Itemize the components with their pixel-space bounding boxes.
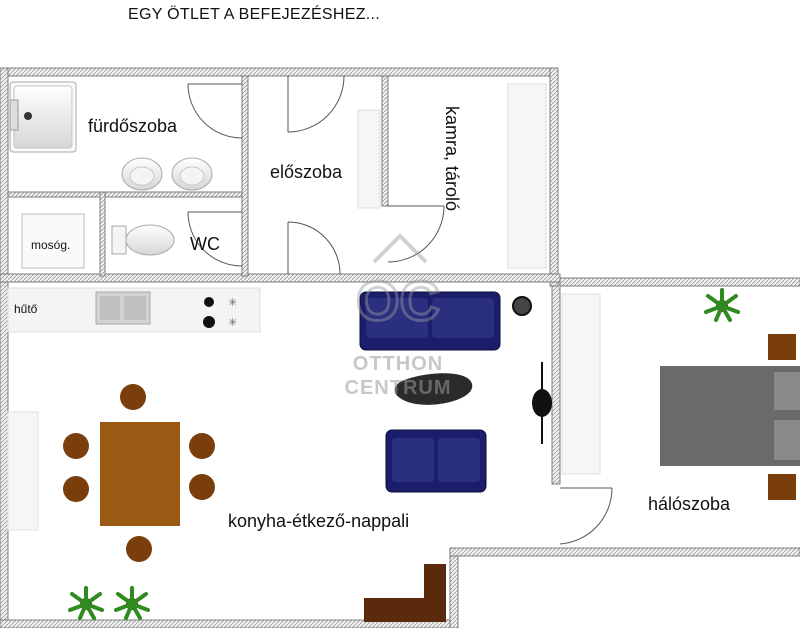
label-fridge: hűtő (14, 302, 38, 316)
sink-right (171, 157, 213, 191)
coffee-table (394, 373, 473, 405)
watermark-line1: OTTHON (353, 353, 443, 375)
watermark-logo: OC (355, 233, 442, 334)
washing-machine (21, 213, 85, 269)
tv (532, 362, 552, 444)
plant-left (68, 586, 104, 620)
svg-text:OC: OC (356, 269, 440, 332)
watermark-line2: CENTRUM (345, 377, 452, 399)
stairs (364, 564, 446, 622)
label-washer: mosóg. (31, 238, 71, 252)
label-bathroom: fürdőszoba (88, 116, 178, 136)
chairs (63, 384, 215, 562)
bed (660, 366, 800, 466)
stove: ✳ ✳ (203, 297, 237, 329)
label-living: konyha-étkező-nappali (228, 511, 410, 531)
bathtub (9, 81, 77, 153)
living-shelf (7, 411, 39, 531)
nightstand-top (768, 334, 796, 360)
sofa-top (359, 291, 501, 351)
pantry-shelf (507, 83, 547, 269)
label-bedroom: hálószoba (648, 494, 731, 514)
svg-text:✳: ✳ (228, 317, 237, 329)
hall-cabinet (357, 109, 381, 209)
page-title: EGY ÖTLET A BEFEJEZÉSHEZ... (128, 6, 381, 23)
sofa-bottom (385, 429, 487, 493)
label-wc: WC (190, 234, 220, 254)
plant-right (114, 586, 150, 620)
walls (0, 67, 800, 628)
nightstand-bottom (768, 474, 796, 500)
doors (187, 75, 613, 545)
label-pantry: kamra, tároló (442, 106, 462, 212)
toilet (111, 224, 175, 256)
kitchen-counter (7, 287, 261, 333)
dining-table (100, 422, 180, 526)
wardrobe (561, 293, 601, 475)
label-hall: előszoba (270, 162, 343, 182)
sink-left (121, 157, 163, 191)
svg-text:✳: ✳ (228, 297, 237, 309)
plant-bedroom (704, 288, 740, 322)
lamp (512, 296, 532, 316)
